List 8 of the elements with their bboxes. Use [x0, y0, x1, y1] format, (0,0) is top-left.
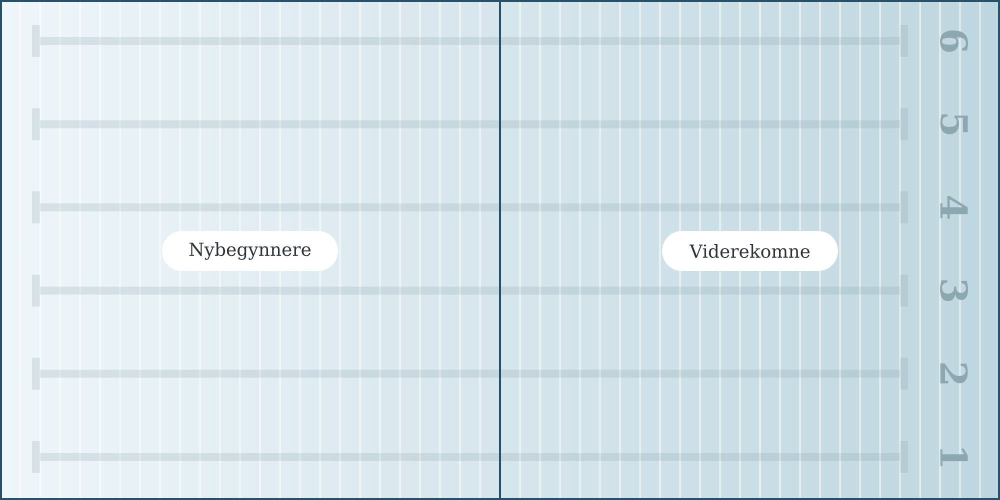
label-pill: Nybegynnere [162, 231, 338, 271]
scale-number: 4 [940, 196, 968, 219]
scale-number: 1 [940, 448, 968, 466]
label-pill: Viderekomne [662, 231, 838, 271]
scale-number: 5 [940, 114, 968, 134]
scale-number: 6 [940, 30, 968, 52]
scale-number: 3 [940, 280, 968, 302]
scale-number: 2 [940, 363, 968, 384]
